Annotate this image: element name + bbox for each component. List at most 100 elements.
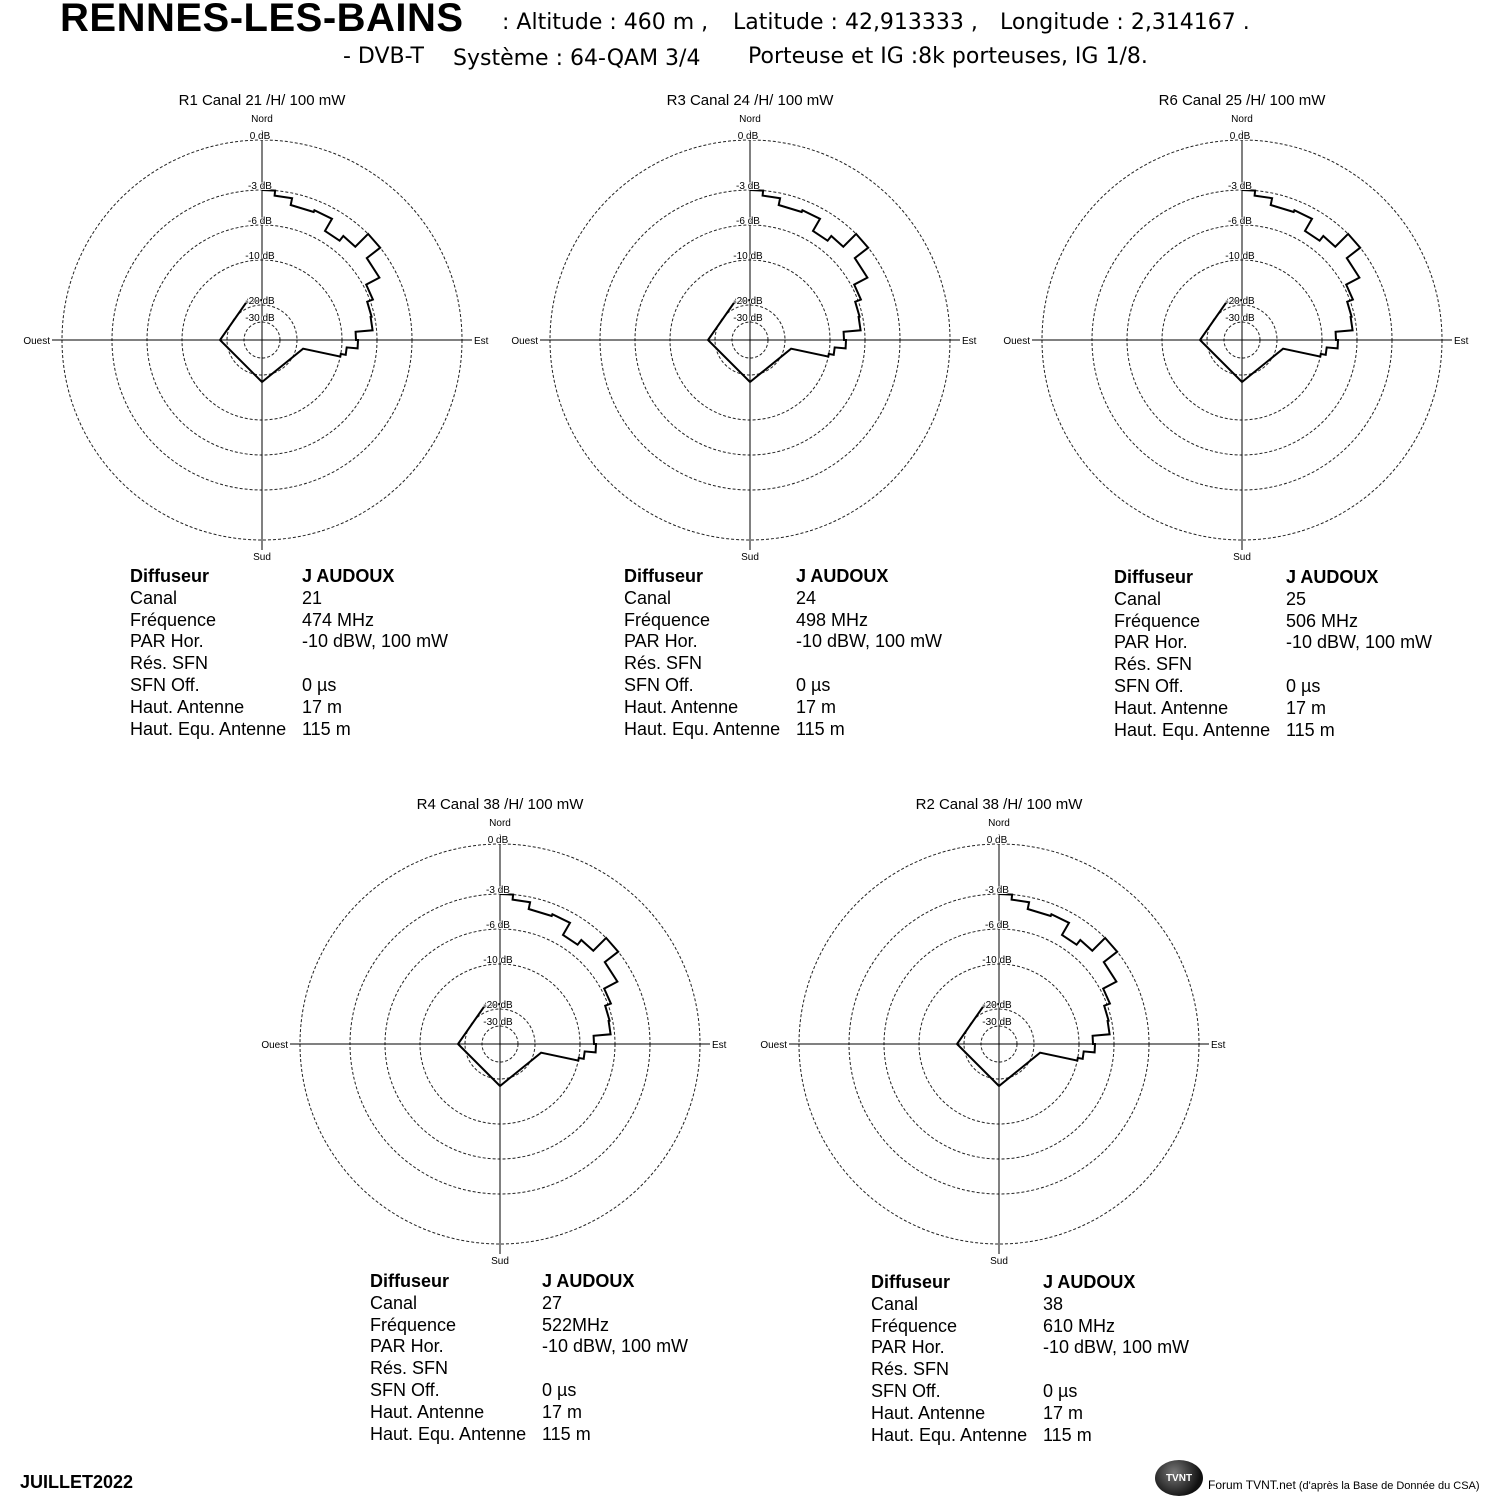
info-row: SFN Off.0 µs	[1114, 676, 1474, 698]
info-label: Haut. Equ. Antenne	[624, 718, 781, 739]
db-ring-label: -6 dB	[1228, 216, 1252, 227]
header-longitude: Longitude : 2,314167 .	[1000, 10, 1250, 35]
compass-east: Est	[962, 336, 977, 347]
db-ring-label: -20 dB	[245, 296, 275, 307]
radiation-pattern-trace	[1198, 189, 1362, 384]
info-row: Diffuseur J AUDOUX	[871, 1272, 1231, 1294]
info-label: SFN Off.	[624, 674, 694, 695]
info-value: 522MHz	[542, 1314, 610, 1335]
compass-west: Ouest	[23, 336, 50, 347]
db-ring-label: -30 dB	[733, 313, 763, 324]
info-row: PAR Hor.-10 dBW, 100 mW	[624, 631, 984, 653]
polar-diagram: 0 dB-3 dB-6 dB-10 dB-20 dB-30 dBNordSudE…	[261, 818, 726, 1267]
info-value: 25	[1286, 588, 1307, 609]
info-value: J AUDOUX	[1286, 567, 1379, 587]
footer-source: Forum TVNT.net	[1208, 1478, 1296, 1492]
db-ring-label: 0 dB	[488, 835, 509, 846]
info-row: Rés. SFN	[370, 1358, 730, 1380]
compass-north: Nord	[251, 114, 273, 125]
compass-east: Est	[1454, 336, 1469, 347]
db-ring-label: 0 dB	[987, 835, 1008, 846]
tvnt-logo: TVNT	[1155, 1460, 1203, 1496]
info-value: J AUDOUX	[1043, 1272, 1136, 1292]
db-ring-label: -6 dB	[248, 216, 272, 227]
info-label: Fréquence	[370, 1314, 457, 1335]
info-value: 24	[796, 587, 817, 608]
chart-title: R4 Canal 38 /H/ 100 mW	[416, 796, 584, 813]
info-row: SFN Off. 0 µs	[624, 675, 984, 697]
compass-east: Est	[474, 336, 489, 347]
db-ring-label: -10 dB	[982, 955, 1012, 966]
info-label: Diffuseur	[871, 1272, 951, 1292]
info-row: Rés. SFN	[130, 653, 490, 675]
info-label: Fréquence	[1114, 610, 1201, 631]
info-value: 115 m	[302, 718, 351, 739]
info-value: 27	[542, 1292, 563, 1313]
info-value: -10 dBW, 100 mW	[542, 1336, 689, 1357]
compass-north: Nord	[1231, 114, 1253, 125]
info-value: 0 µs	[796, 674, 831, 695]
info-label: Haut. Antenne	[624, 696, 739, 717]
info-label: Diffuseur	[624, 566, 704, 586]
info-value: J AUDOUX	[302, 566, 395, 586]
compass-north: Nord	[739, 114, 761, 125]
info-label: PAR Hor.	[1114, 632, 1188, 653]
info-row: PAR Hor.-10 dBW, 100 mW	[130, 631, 490, 653]
info-value: 17 m	[1286, 697, 1327, 718]
chart-title: R1 Canal 21 /H/ 100 mW	[178, 92, 346, 109]
radiation-pattern-trace	[706, 189, 870, 384]
info-label: Haut. Antenne	[1114, 697, 1229, 718]
db-ring-label: -10 dB	[483, 955, 513, 966]
footer-credits: Forum TVNT.net (d'après la Base de Donné…	[1208, 1478, 1480, 1492]
header-latitude: Latitude : 42,913333 ,	[733, 10, 978, 35]
info-value: -10 dBW, 100 mW	[1043, 1337, 1190, 1358]
header-carriers: Porteuse et IG :8k porteuses, IG 1/8.	[748, 44, 1148, 69]
info-label: SFN Off.	[871, 1380, 941, 1401]
compass-south: Sud	[491, 1256, 509, 1267]
db-ring-label: -10 dB	[245, 251, 275, 262]
info-value: 474 MHz	[302, 609, 375, 630]
polar-diagram: 0 dB-3 dB-6 dB-10 dB-20 dB-30 dBNordSudE…	[1003, 114, 1469, 563]
info-row: Fréquence 522MHz	[370, 1315, 730, 1337]
compass-west: Ouest	[760, 1040, 787, 1051]
db-ring-label: 0 dB	[738, 131, 759, 142]
info-value: 17 m	[302, 696, 343, 717]
info-value: 115 m	[1286, 719, 1335, 740]
info-row: Haut. Antenne 17 m	[1114, 698, 1474, 720]
info-value: 38	[1043, 1293, 1064, 1314]
info-label: Haut. Antenne	[130, 696, 245, 717]
info-label: PAR Hor.	[370, 1336, 444, 1357]
info-row: PAR Hor.-10 dBW, 100 mW	[1114, 632, 1474, 654]
db-ring-label: -10 dB	[1225, 251, 1255, 262]
info-label: Haut. Antenne	[370, 1401, 485, 1422]
chart-title: R3 Canal 24 /H/ 100 mW	[666, 92, 834, 109]
info-value: 506 MHz	[1286, 610, 1359, 631]
info-label: Diffuseur	[1114, 567, 1194, 587]
db-ring-label: -3 dB	[486, 885, 510, 896]
info-label: Fréquence	[871, 1315, 958, 1336]
db-ring-label: -30 dB	[1225, 313, 1255, 324]
db-ring-label: -3 dB	[248, 181, 272, 192]
info-value: 21	[302, 587, 323, 608]
info-value: 0 µs	[542, 1379, 577, 1400]
info-label: Fréquence	[624, 609, 711, 630]
